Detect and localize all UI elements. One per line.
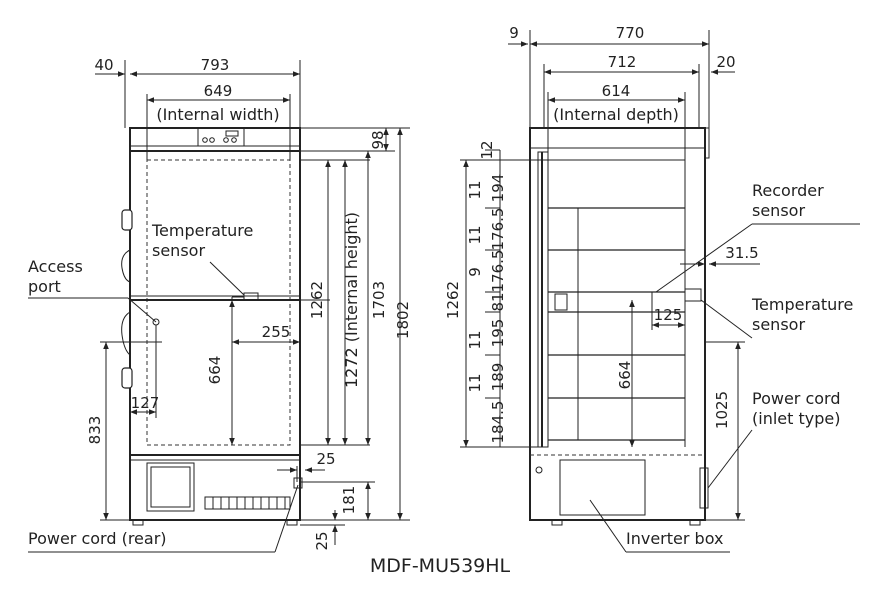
dim-side-11-b: 11 [466, 225, 484, 244]
dim-side-81: 81 [489, 292, 507, 311]
dim-side-195: 195 [489, 319, 507, 348]
door-hinge-lower [121, 311, 131, 356]
door-handle-lower [121, 367, 133, 389]
dim-side-194: 194 [489, 174, 507, 203]
label-access-port-line1: Access [28, 257, 83, 276]
dim-front-1262: 1262 [308, 281, 326, 319]
dim-front-127: 127 [131, 394, 160, 412]
dim-side-9: 9 [509, 24, 519, 42]
dim-side-770: 770 [616, 24, 645, 42]
dim-front-793: 793 [201, 56, 230, 74]
label-side-temperature-sensor-line2: sensor [752, 315, 805, 334]
door-hinge-upper [121, 249, 131, 283]
dim-front-25-bottom: 25 [313, 531, 331, 550]
side-view: 770 9 712 20 614 (Internal depth) 1262 1… [444, 24, 860, 553]
dim-side-20: 20 [716, 53, 735, 71]
door-handle-upper [121, 209, 133, 231]
label-side-temperature-sensor-line1: Temperature [751, 295, 853, 314]
side-shelves [548, 159, 686, 447]
dim-side-189: 189 [489, 363, 507, 392]
label-power-cord-rear: Power cord (rear) [28, 529, 167, 548]
dim-side-9: 9 [466, 267, 484, 277]
dim-front-1272-internal-height: 1272 (Internal height) [342, 212, 361, 388]
dim-front-255: 255 [262, 323, 291, 341]
dim-front-649: 649 [204, 82, 233, 100]
dim-front-1802: 1802 [394, 301, 412, 339]
front-grille [204, 496, 291, 510]
label-recorder-sensor-line1: Recorder [752, 181, 824, 200]
dim-side-11-c: 11 [466, 330, 484, 349]
label-power-cord-inlet-line2: (inlet type) [752, 409, 840, 428]
dim-side-31-5: 31.5 [725, 244, 758, 262]
dim-side-1025: 1025 [713, 391, 731, 429]
dim-front-40: 40 [94, 56, 113, 74]
front-vent-panel [146, 462, 195, 512]
dim-front-25-horizontal: 25 [316, 450, 335, 468]
label-internal-depth: (Internal depth) [553, 105, 679, 124]
dim-side-176-5-b: 176.5 [489, 250, 507, 293]
dim-side-1262: 1262 [444, 281, 462, 319]
control-panel [197, 127, 245, 147]
model-name: MDF-MU539HL [370, 555, 511, 577]
dim-side-11-d: 11 [466, 373, 484, 392]
label-front-temperature-sensor-line1: Temperature [151, 221, 253, 240]
dim-front-1703: 1703 [370, 281, 388, 319]
label-inverter-box: Inverter box [626, 529, 723, 548]
dim-side-176-5-a: 176.5 [489, 208, 507, 251]
inverter-box-shape [559, 459, 646, 516]
front-internal-area [146, 159, 291, 446]
dim-side-664: 664 [616, 361, 634, 390]
dim-side-712: 712 [608, 53, 637, 71]
label-power-cord-inlet-line1: Power cord [752, 389, 841, 408]
dim-front-833: 833 [86, 416, 104, 445]
label-recorder-sensor-line2: sensor [752, 201, 805, 220]
label-access-port-line2: port [28, 277, 61, 296]
dim-side-11-a: 11 [466, 180, 484, 199]
dim-side-614: 614 [602, 82, 631, 100]
dim-side-184-5: 184.5 [489, 401, 507, 444]
dim-side-125: 125 [654, 306, 683, 324]
label-internal-width: (Internal width) [156, 105, 279, 124]
dim-front-98: 98 [369, 130, 387, 149]
side-cabinet-outline [529, 127, 706, 521]
label-front-temperature-sensor-line2: sensor [152, 241, 205, 260]
dim-front-664: 664 [206, 356, 224, 385]
dim-front-181: 181 [340, 486, 358, 515]
front-view: 793 40 649 (Internal width) 98 1262 1272… [28, 56, 412, 553]
dim-side-12: 12 [478, 140, 496, 159]
